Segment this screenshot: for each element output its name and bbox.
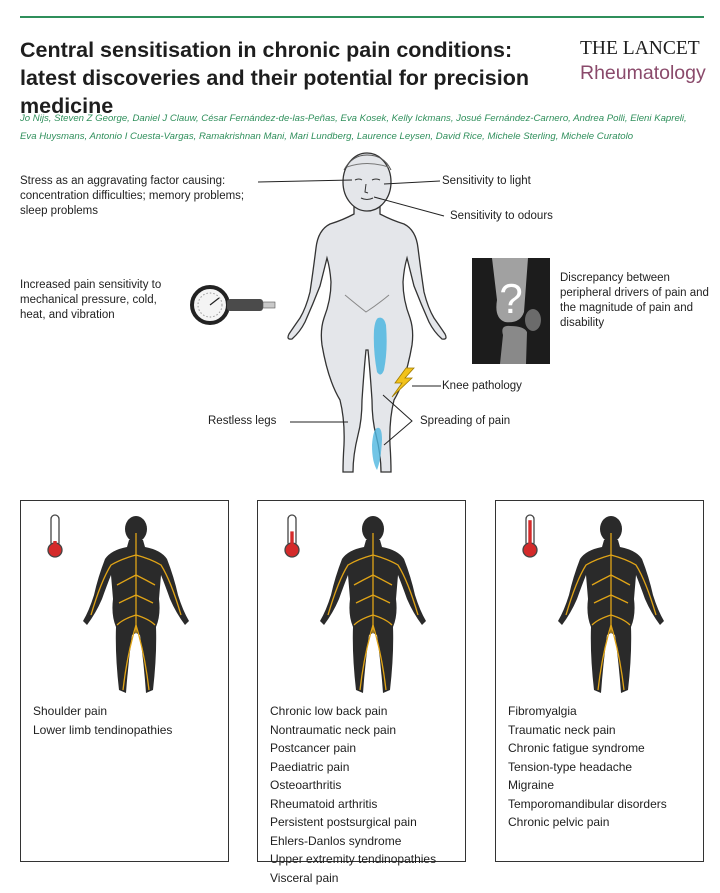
knee-pathology-label: Knee pathology [442, 380, 522, 392]
author-list: Jo Nijs, Steven Z George, Daniel J Clauw… [20, 110, 710, 146]
list-item: Upper extremity tendinopathies [270, 852, 437, 866]
journal-brand-lancet: THE LANCET [580, 38, 700, 59]
list-item: Fibromyalgia [508, 704, 577, 718]
list-item: Temporomandibular disorders [508, 796, 667, 811]
nervous-system-figure [558, 516, 664, 693]
author-line-1: Jo Nijs, Steven Z George, Daniel J Clauw… [20, 113, 687, 124]
list-item: Persistent postsurgical pain [270, 815, 417, 829]
condition-panel-3: Fibromyalgia Traumatic neck pain Chronic… [495, 500, 704, 862]
list-item: Ehlers-Danlos syndrome [270, 833, 402, 848]
leader-stress [257, 179, 353, 183]
condition-panel-1: Shoulder pain Lower limb tendinopathies [20, 500, 229, 862]
body-silhouette [287, 152, 447, 473]
list-item: Rheumatoid arthritis [270, 796, 378, 811]
leader-spreading [382, 394, 413, 446]
spreading-pain-label: Spreading of pain [420, 415, 511, 427]
pain-region-thigh [373, 317, 387, 375]
lightning-icon [391, 367, 415, 398]
list-item: Postcancer pain [270, 741, 357, 755]
light-sensitivity-label: Sensitivity to light [442, 175, 531, 187]
list-item: Paediatric pain [270, 759, 350, 774]
list-item: Osteoarthritis [270, 778, 342, 792]
condition-list-2: Chronic low back pain Nontraumatic neck … [270, 702, 436, 887]
nervous-system-figure [83, 516, 189, 693]
list-item: Chronic low back pain [270, 704, 388, 718]
thermometer-icon [47, 514, 63, 558]
nervous-system-figure [320, 516, 426, 693]
discrepancy-label: Discrepancy between peripheral drivers o… [560, 272, 709, 329]
list-item: Visceral pain [270, 870, 339, 885]
leader-lines [257, 179, 445, 446]
leader-odours [373, 196, 445, 217]
list-item: Nontraumatic neck pain [270, 722, 397, 737]
restless-legs-label: Restless legs [208, 415, 277, 427]
list-item: Traumatic neck pain [508, 722, 616, 737]
body-diagram: ? [190, 152, 550, 473]
algometer-icon [190, 285, 276, 325]
face-features [343, 154, 392, 313]
list-item: Tension-type headache [508, 759, 633, 774]
page-title: Central sensitisation in chronic pain co… [20, 38, 529, 118]
odour-sensitivity-label: Sensitivity to odours [450, 210, 553, 222]
list-item: Chronic fatigue syndrome [508, 741, 645, 755]
thermometer-icon [522, 514, 538, 558]
pain-region-shin [372, 427, 382, 470]
condition-panel-2: Chronic low back pain Nontraumatic neck … [257, 500, 466, 885]
knee-xray-image [472, 258, 550, 364]
thermometer-icon [284, 514, 300, 558]
list-item: Shoulder pain [33, 704, 108, 718]
condition-list-1: Shoulder pain Lower limb tendinopathies [33, 702, 172, 739]
list-item: Migraine [508, 778, 555, 792]
condition-list-3: Fibromyalgia Traumatic neck pain Chronic… [508, 702, 667, 832]
journal-brand-rheumatology: Rheumatology [580, 62, 706, 84]
list-item: Chronic pelvic pain [508, 815, 610, 829]
pain-sensitivity-label: Increased pain sensitivity to mechanical… [20, 279, 162, 321]
author-line-2: Eva Huysmans, Antonio I Cuesta-Vargas, R… [20, 131, 634, 142]
list-item: Lower limb tendinopathies [33, 722, 173, 737]
stress-label: Stress as an aggravating factor causing:… [20, 175, 245, 217]
header-rule [20, 16, 704, 18]
xray-question-mark: ? [499, 275, 522, 322]
leader-light [383, 180, 441, 185]
